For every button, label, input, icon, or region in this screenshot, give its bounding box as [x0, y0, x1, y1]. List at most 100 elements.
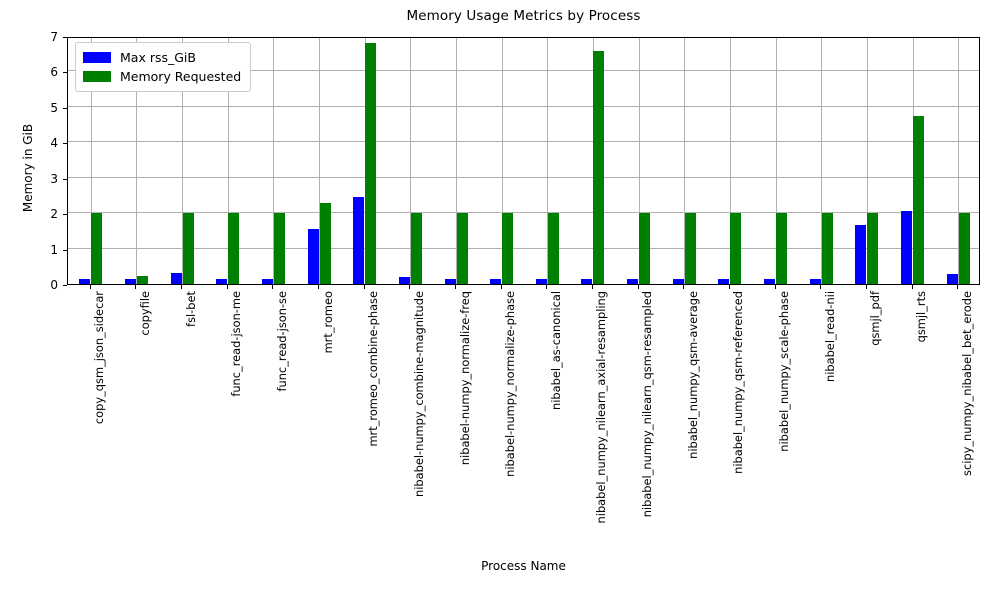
gridline-horizontal	[68, 212, 979, 214]
bar-max-rss	[901, 211, 913, 284]
bar-memory-requested	[958, 213, 970, 284]
legend-swatch-mem-req	[83, 71, 111, 82]
gridline-vertical	[776, 38, 777, 284]
x-tick-label: func_read-json-me	[229, 291, 244, 397]
x-tick-mark	[227, 285, 228, 289]
bar-memory-requested	[639, 213, 651, 284]
bar-max-rss	[398, 276, 410, 284]
gridline-vertical	[91, 38, 92, 284]
legend-label: Max rss_GiB	[120, 50, 196, 65]
bar-max-rss	[261, 278, 273, 284]
gridline-horizontal	[68, 105, 979, 107]
y-tick-mark	[63, 72, 67, 74]
y-tick-mark	[63, 285, 67, 286]
x-tick-mark	[272, 285, 273, 289]
gridline-vertical	[273, 38, 274, 284]
bar-max-rss	[718, 278, 730, 284]
chart-title: Memory Usage Metrics by Process	[406, 8, 641, 24]
bar-memory-requested	[182, 213, 194, 284]
x-tick-label: copyfile	[137, 291, 152, 336]
x-tick-mark	[90, 285, 91, 289]
bar-max-rss	[444, 278, 456, 284]
bar-max-rss	[170, 273, 182, 284]
gridline-horizontal	[68, 70, 979, 72]
bar-max-rss	[353, 197, 365, 284]
x-tick-mark	[181, 285, 182, 289]
bar-memory-requested	[684, 213, 696, 284]
x-tick-label: mrt_romeo	[320, 291, 335, 354]
y-tick-mark	[63, 249, 67, 251]
gridline-vertical	[410, 38, 411, 284]
y-tick-mark	[63, 143, 67, 145]
bar-memory-requested	[456, 213, 468, 284]
bar-max-rss	[307, 229, 319, 284]
x-tick-mark	[546, 285, 547, 289]
gridline-vertical	[319, 38, 320, 284]
y-tick-label: 0	[50, 278, 58, 292]
gridline-vertical	[958, 38, 959, 284]
gridline-vertical	[821, 38, 822, 284]
bar-max-rss	[216, 278, 228, 284]
x-tick-label: mrt_romeo_combine-phase	[366, 291, 381, 447]
bar-memory-requested	[136, 276, 148, 284]
bar-max-rss	[946, 274, 958, 284]
x-tick-mark	[775, 285, 776, 289]
bar-memory-requested	[273, 213, 285, 284]
bar-max-rss	[809, 278, 821, 284]
x-tick-label: fsl-bet	[183, 291, 198, 327]
x-tick-mark	[820, 285, 821, 289]
x-tick-mark	[455, 285, 456, 289]
bar-max-rss	[581, 278, 593, 284]
x-tick-mark	[135, 285, 136, 289]
x-tick-mark	[866, 285, 867, 289]
bar-max-rss	[627, 278, 639, 284]
gridline-vertical	[639, 38, 640, 284]
y-tick-mark	[63, 214, 67, 216]
y-tick-mark	[63, 107, 67, 109]
bar-memory-requested	[410, 213, 422, 284]
x-tick-mark	[729, 285, 730, 289]
y-tick-label: 4	[50, 136, 58, 151]
x-axis-label: Process Name	[481, 559, 566, 573]
gridline-vertical	[228, 38, 229, 284]
x-tick-label: nibabel_numpy_qsm-referenced	[731, 291, 746, 474]
legend-label: Memory Requested	[120, 69, 242, 84]
x-tick-label: qsmjl_rts	[914, 291, 929, 343]
bar-max-rss	[672, 278, 684, 284]
bar-memory-requested	[913, 115, 925, 284]
x-tick-label: nibabel-numpy_normalize-phase	[503, 291, 518, 477]
x-tick-label: nibabel_numpy_qsm-average	[685, 291, 700, 459]
bar-memory-requested	[593, 50, 605, 284]
gridline-horizontal	[68, 176, 979, 178]
gridline-vertical	[684, 38, 685, 284]
x-tick-label: nibabel_read-nii	[822, 291, 837, 383]
bar-memory-requested	[502, 213, 514, 284]
gridline-horizontal	[68, 247, 979, 249]
y-tick-label: 2	[50, 207, 58, 222]
x-tick-mark	[501, 285, 502, 289]
gridline-vertical	[547, 38, 548, 284]
x-tick-mark	[364, 285, 365, 289]
y-tick-label: 6	[50, 65, 58, 80]
gridline-vertical	[456, 38, 457, 284]
gridline-vertical	[502, 38, 503, 284]
x-tick-label: nibabel_numpy_nilearn_qsm-resampled	[640, 291, 655, 518]
bar-max-rss	[79, 278, 91, 284]
bar-memory-requested	[365, 43, 377, 284]
gridline-horizontal	[68, 141, 979, 143]
y-tick-mark	[63, 37, 67, 38]
x-tick-label: nibabel_as-canonical	[548, 291, 563, 410]
x-tick-label: nibabel-numpy_normalize-freq	[457, 291, 472, 466]
bar-memory-requested	[867, 213, 879, 284]
bar-memory-requested	[776, 213, 788, 284]
x-tick-mark	[912, 285, 913, 289]
bar-max-rss	[124, 278, 136, 284]
y-tick-label: 7	[50, 30, 58, 44]
bar-max-rss	[490, 278, 502, 284]
legend-item: Memory Requested	[83, 67, 241, 86]
y-tick-label: 5	[50, 100, 58, 115]
x-tick-mark	[592, 285, 593, 289]
x-tick-label: nibabel-numpy_combine-magnitude	[411, 291, 426, 497]
bar-memory-requested	[91, 213, 103, 284]
